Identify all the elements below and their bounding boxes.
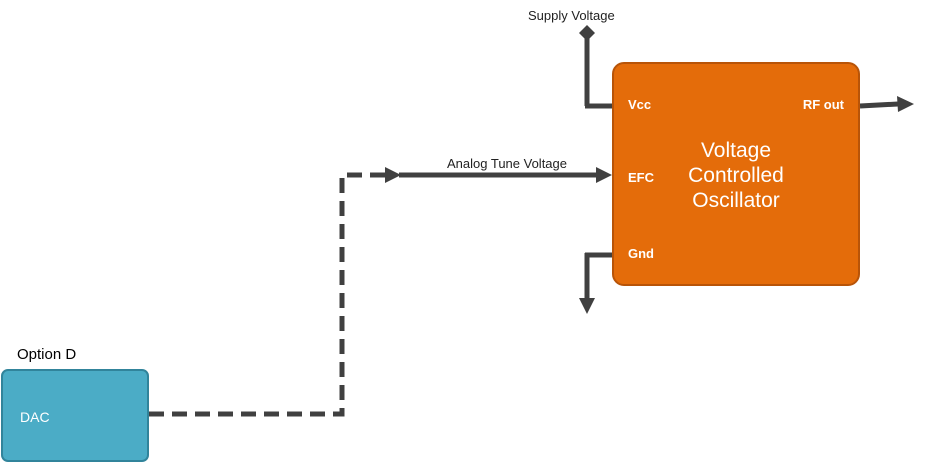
vco-block: Vcc EFC Gnd RF out Voltage Controlled Os…	[612, 62, 860, 286]
efc-pin-label: EFC	[628, 170, 654, 185]
dac-label: DAC	[20, 409, 50, 425]
rf-out-line	[859, 101, 899, 109]
analog-tune-voltage-label: Analog Tune Voltage	[447, 156, 567, 171]
vco-title-line-1: Voltage	[700, 139, 772, 162]
rf-out-arrowhead	[897, 96, 914, 112]
supply-voltage-label: Supply Voltage	[528, 8, 615, 23]
rf-out-pin-label: RF out	[802, 97, 844, 112]
dac-block: DAC	[1, 369, 149, 462]
vcc-pin-label: Vcc	[628, 97, 652, 112]
supply-terminal-diamond	[579, 25, 595, 41]
dac-dashed-connector	[149, 172, 385, 417]
gnd-pin-label: Gnd	[628, 246, 654, 261]
gnd-arrowhead	[579, 298, 595, 314]
vco-title: Voltage Controlled Oscillator	[614, 138, 858, 213]
vco-title-line-3: Oscillator	[692, 189, 780, 212]
efc-arrowhead	[596, 167, 612, 183]
vco-title-line-2: Controlled	[688, 164, 784, 187]
dashed-arrowhead	[385, 167, 401, 183]
option-label: Option D	[17, 346, 77, 363]
